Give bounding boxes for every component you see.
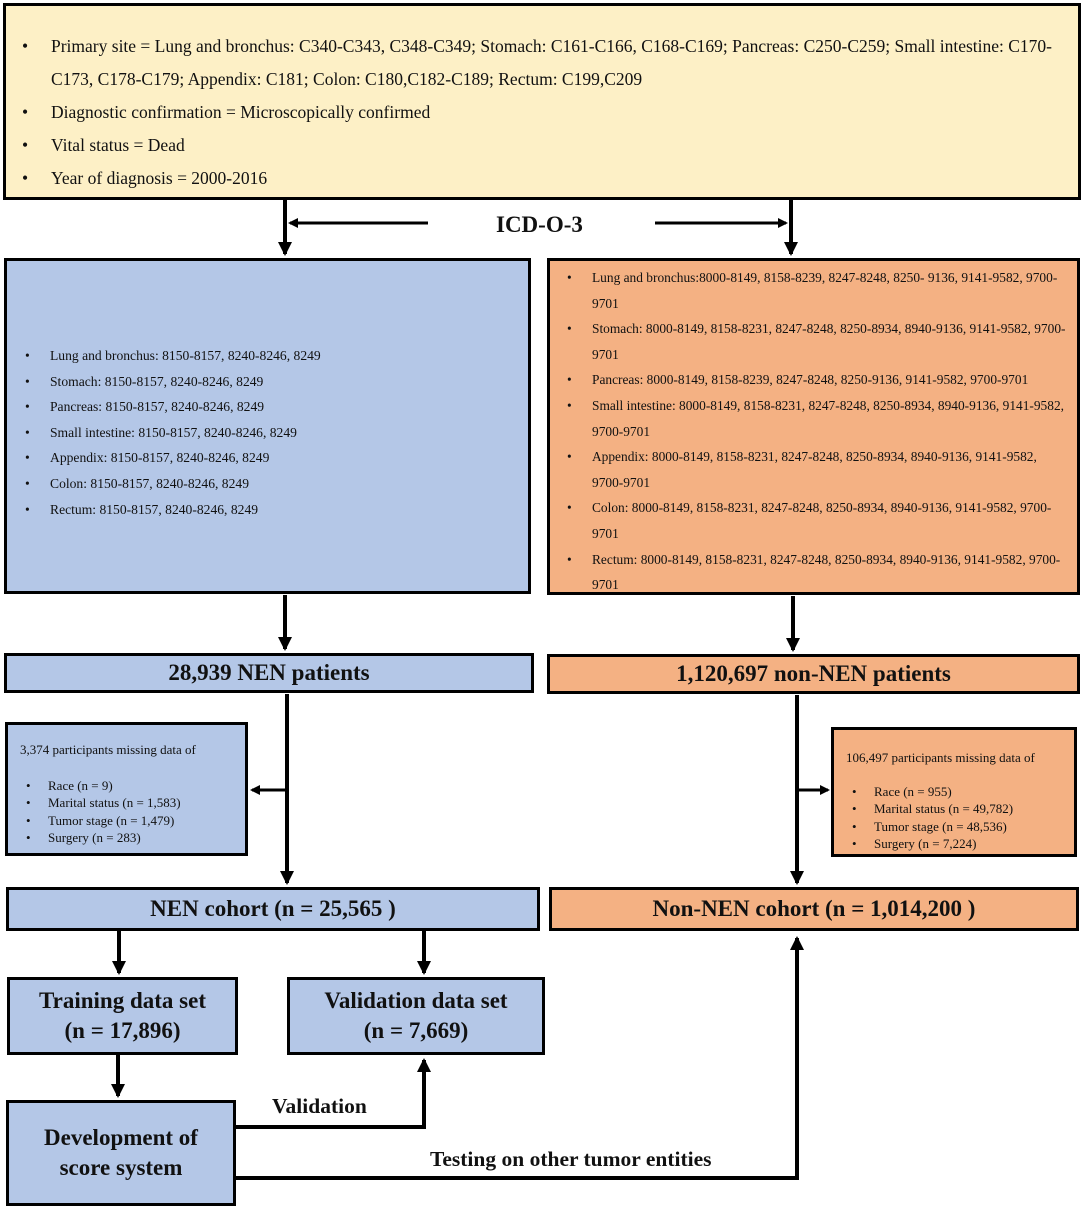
training-title: Training data set: [39, 988, 206, 1013]
nonnen-code-item: Rectum: 8000-8149, 8158-8231, 8247-8248,…: [567, 547, 1067, 598]
nonnen-code-item: Small intestine: 8000-8149, 8158-8231, 8…: [567, 393, 1067, 444]
inclusion-criteria-box: Primary site = Lung and bronchus: C340-C…: [3, 3, 1081, 200]
nen-code-item: Rectum: 8150-8157, 8240-8246, 8249: [25, 497, 518, 523]
nen-code-item: Colon: 8150-8157, 8240-8246, 8249: [25, 471, 518, 497]
nonnen-missing-item: Surgery (n = 7,224): [852, 835, 1013, 853]
nonnen-missing-item: Marital status (n = 49,782): [852, 800, 1013, 818]
nonnen-patients-box: 1,120,697 non-NEN patients: [547, 654, 1080, 694]
nonnen-code-item: Lung and bronchus:8000-8149, 8158-8239, …: [567, 265, 1067, 316]
icd-o-3-label: ICD-O-3: [496, 212, 583, 237]
validation-count: (n = 7,669): [363, 1018, 469, 1043]
nen-code-item: Small intestine: 8150-8157, 8240-8246, 8…: [25, 420, 518, 446]
nen-code-item: Lung and bronchus: 8150-8157, 8240-8246,…: [25, 343, 518, 369]
nen-histology-codes-box: Lung and bronchus: 8150-8157, 8240-8246,…: [4, 258, 531, 594]
nonnen-cohort-box: Non-NEN cohort (n = 1,014,200 ): [549, 887, 1079, 931]
nen-code-item: Stomach: 8150-8157, 8240-8246, 8249: [25, 369, 518, 395]
nonnen-histology-codes-box: Lung and bronchus:8000-8149, 8158-8239, …: [547, 258, 1080, 595]
training-data-set-box: Training data set (n = 17,896): [7, 977, 238, 1055]
criteria-item: Primary site = Lung and bronchus: C340-C…: [22, 30, 1068, 96]
training-count: (n = 17,896): [64, 1018, 181, 1043]
nonnen-code-item: Appendix: 8000-8149, 8158-8231, 8247-824…: [567, 444, 1067, 495]
nen-missing-item: Surgery (n = 283): [26, 829, 181, 847]
nen-code-item: Pancreas: 8150-8157, 8240-8246, 8249: [25, 394, 518, 420]
validation-data-set-box: Validation data set (n = 7,669): [287, 977, 545, 1055]
nen-missing-heading: 3,374 participants missing data of: [20, 742, 196, 757]
validation-arrow-label: Validation: [272, 1094, 367, 1118]
nonnen-code-item: Pancreas: 8000-8149, 8158-8239, 8247-824…: [567, 367, 1067, 393]
nonnen-missing-data-box: 106,497 participants missing data of Rac…: [831, 727, 1077, 857]
nen-missing-item: Tumor stage (n = 1,479): [26, 812, 181, 830]
nen-cohort-box: NEN cohort (n = 25,565 ): [6, 887, 540, 931]
nonnen-missing-item: Tumor stage (n = 48,536): [852, 818, 1013, 836]
nonnen-code-item: Colon: 8000-8149, 8158-8231, 8247-8248, …: [567, 495, 1067, 546]
nen-missing-data-box: 3,374 participants missing data of Race …: [5, 722, 248, 856]
criteria-item: Vital status = Dead: [22, 129, 1068, 162]
nonnen-missing-heading: 106,497 participants missing data of: [846, 750, 1035, 765]
nonnen-missing-item: Race (n = 955): [852, 783, 1013, 801]
testing-arrow-label: Testing on other tumor entities: [430, 1147, 712, 1171]
nen-missing-item: Marital status (n = 1,583): [26, 794, 181, 812]
nen-missing-item: Race (n = 9): [26, 777, 181, 795]
criteria-item: Year of diagnosis = 2000-2016: [22, 162, 1068, 195]
arrow-development-to-nonnen: [236, 936, 804, 1180]
development-line1: Development of: [44, 1125, 198, 1150]
nen-patients-box: 28,939 NEN patients: [4, 653, 534, 693]
nonnen-code-item: Stomach: 8000-8149, 8158-8231, 8247-8248…: [567, 316, 1067, 367]
criteria-item: Diagnostic confirmation = Microscopicall…: [22, 96, 1068, 129]
development-score-system-box: Development of score system: [6, 1100, 236, 1206]
validation-title: Validation data set: [324, 988, 508, 1013]
nen-code-item: Appendix: 8150-8157, 8240-8246, 8249: [25, 445, 518, 471]
development-line2: score system: [59, 1155, 183, 1180]
arrow-development-to-validation: [236, 1058, 431, 1129]
